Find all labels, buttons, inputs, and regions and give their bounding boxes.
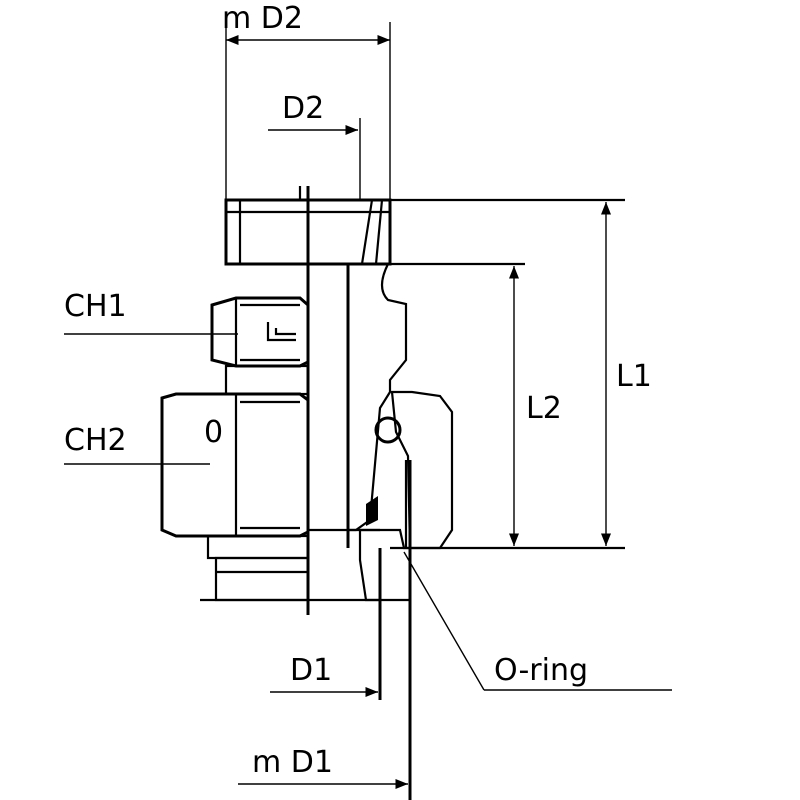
dimension-d2: D2	[268, 91, 361, 200]
o-ring-seal	[374, 416, 402, 444]
dimension-l1: L1	[600, 202, 652, 546]
stamp-mark-icon	[266, 322, 296, 342]
label-m-d1: m D1	[252, 745, 333, 780]
ch-leaders: CH1 CH2	[64, 289, 238, 465]
o-ring-leader: O-ring	[403, 551, 672, 691]
dimension-l2: L2	[508, 266, 562, 546]
dimension-d1: D1	[270, 653, 378, 698]
label-l1: L1	[616, 359, 652, 394]
cutting-ring	[366, 496, 378, 526]
nut-ch1	[210, 296, 310, 396]
dimension-m-d1: m D1	[238, 745, 408, 790]
hatched-section	[346, 262, 454, 602]
label-ch2: CH2	[64, 423, 127, 458]
label-d2: D2	[282, 91, 324, 126]
label-o-ring: O-ring	[494, 653, 588, 688]
label-ch1: CH1	[64, 289, 127, 324]
label-m-d2: m D2	[222, 1, 303, 36]
dimension-m-d2: m D2	[222, 1, 391, 200]
central-body	[306, 186, 380, 615]
label-d1: D1	[290, 653, 332, 688]
lower-pipe	[378, 460, 412, 800]
label-l2: L2	[526, 391, 562, 426]
nut-ch2: 0	[160, 392, 310, 602]
mark-zero: 0	[204, 415, 223, 450]
